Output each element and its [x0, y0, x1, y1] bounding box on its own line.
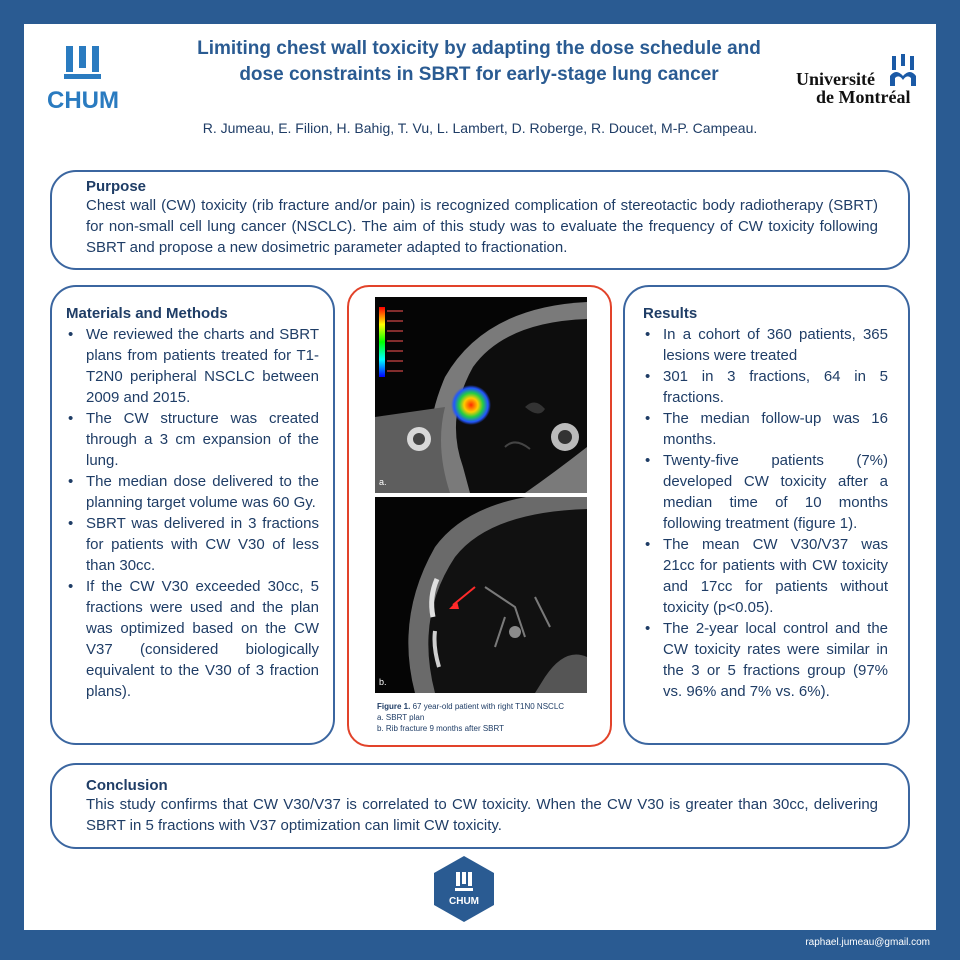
title-line-1: Limiting chest wall toxicity by adapting… — [197, 38, 761, 59]
methods-heading: Materials and Methods — [66, 305, 228, 322]
udem-logo-line-1: Université — [796, 69, 875, 89]
caption-item-a: a. SBRT plan — [377, 713, 425, 722]
results-item: In a cohort of 360 patients, 365 lesions… — [643, 324, 888, 366]
results-item: Twenty-five patients (7%) developed CW t… — [643, 450, 888, 534]
methods-box: Materials and Methods We reviewed the ch… — [50, 285, 335, 745]
conclusion-heading: Conclusion — [86, 777, 168, 794]
chum-logo-text: CHUM — [47, 87, 119, 114]
results-item: The median follow-up was 16 months. — [643, 408, 888, 450]
ct-scan-a: a. — [375, 297, 587, 493]
methods-list: We reviewed the charts and SBRT plans fr… — [66, 324, 319, 702]
ct-scan-a-image — [375, 297, 587, 493]
caption-title: Figure 1. — [377, 702, 411, 711]
figure-caption: Figure 1. 67 year-old patient with right… — [377, 701, 607, 734]
methods-item: SBRT was delivered in 3 fractions for pa… — [66, 513, 319, 576]
caption-item-b: b. Rib fracture 9 months after SBRT — [377, 724, 505, 733]
results-item: 301 in 3 fractions, 64 in 5 fractions. — [643, 366, 888, 408]
results-heading: Results — [643, 305, 698, 322]
results-box: Results In a cohort of 360 patients, 365… — [623, 285, 910, 745]
chum-badge-text: CHUM — [449, 896, 479, 907]
chum-logo-icon: CHUM — [47, 46, 119, 114]
udem-emblem-icon — [890, 54, 916, 86]
poster: CHUM Limiting chest wall toxicity by ada… — [24, 24, 936, 930]
methods-item: The median dose delivered to the plannin… — [66, 471, 319, 513]
purpose-heading: Purpose — [86, 178, 147, 195]
contact-email: raphael.jumeau@gmail.com — [805, 937, 930, 948]
authors: R. Jumeau, E. Filion, H. Bahig, T. Vu, L… — [202, 120, 758, 136]
figure-box: a. b. Figure 1. 67 year-old patient with… — [347, 285, 612, 747]
conclusion-text: This study confirms that CW V30/V37 is c… — [86, 796, 878, 834]
results-item: The 2-year local control and the CW toxi… — [643, 618, 888, 702]
methods-item: The CW structure was created through a 3… — [66, 408, 319, 471]
chum-badge: CHUM — [432, 854, 496, 924]
results-list: In a cohort of 360 patients, 365 lesions… — [643, 324, 888, 702]
udem-logo-line-2: de Montréal — [816, 87, 911, 107]
caption-text: 67 year-old patient with right T1N0 NSCL… — [410, 702, 565, 711]
results-item: The mean CW V30/V37 was 21cc for patient… — [643, 534, 888, 618]
ct-scan-b-image — [375, 497, 587, 693]
scan-b-label: b. — [379, 677, 387, 687]
methods-item: We reviewed the charts and SBRT plans fr… — [66, 324, 319, 408]
chum-logo: CHUM — [40, 44, 126, 114]
purpose-box: Purpose Chest wall (CW) toxicity (rib fr… — [50, 170, 910, 270]
poster-title: Limiting chest wall toxicity by adapting… — [174, 36, 784, 88]
methods-item: If the CW V30 exceeded 30cc, 5 fractions… — [66, 576, 319, 702]
chum-badge-icon — [434, 856, 494, 922]
purpose-text: Chest wall (CW) toxicity (rib fracture a… — [86, 197, 878, 256]
conclusion-box: Conclusion This study confirms that CW V… — [50, 763, 910, 849]
title-line-2: dose constraints in SBRT for early-stage… — [239, 64, 719, 85]
scan-a-label: a. — [379, 477, 387, 487]
caption-line: Figure 1. 67 year-old patient with right… — [377, 701, 607, 712]
ct-scan-b: b. — [375, 497, 587, 693]
udem-logo: Université de Montréal — [796, 54, 918, 110]
